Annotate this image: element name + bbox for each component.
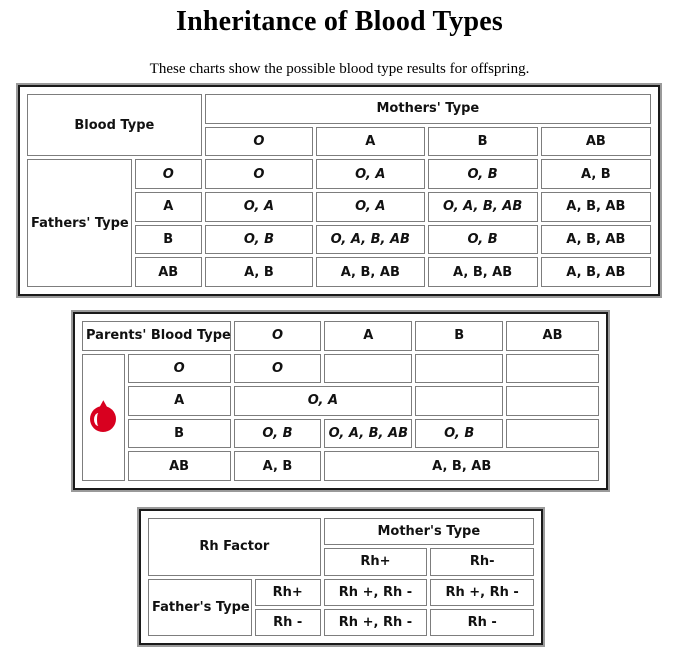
rh-factor-table: Rh Factor Mother's Type Rh+ Rh- Father's…	[145, 515, 537, 639]
page-subtitle: These charts show the possible blood typ…	[149, 61, 530, 77]
fathers-type-group-header-rh: Father's Type	[148, 578, 252, 636]
parents-cell-b-1: O, B	[233, 418, 322, 449]
table-row: A O, A	[82, 386, 599, 416]
table-row: B O, B O, A, B, AB O, B	[82, 418, 599, 449]
spacer	[506, 418, 599, 449]
cell-a-ab: A, B, AB	[540, 191, 651, 222]
spacer	[415, 386, 504, 416]
parents-row-header-ab[interactable]: AB	[127, 451, 231, 481]
rh-factor-corner-label: Rh Factor	[148, 518, 321, 576]
mothers-type-header-b[interactable]: B	[427, 126, 538, 157]
parents-blood-type-corner-label: Parents' Blood Type	[82, 321, 231, 351]
rh-cell-pos-neg: Rh +, Rh -	[430, 578, 534, 606]
blood-type-corner-label: Blood Type	[27, 94, 202, 157]
cell-o-o: O	[204, 159, 314, 189]
parents-header-o[interactable]: O	[233, 321, 322, 351]
table-row: AB A, B A, B, AB	[82, 451, 599, 481]
cell-b-ab: A, B, AB	[540, 224, 651, 255]
fathers-type-header-b[interactable]: B	[134, 224, 202, 255]
parents-header-b[interactable]: B	[415, 321, 504, 351]
cell-ab-a: A, B, AB	[316, 257, 425, 287]
table-row: Fathers' Type O O O, A O, B A, B	[27, 159, 651, 287]
rh-factor-panel: Rh Factor Mother's Type Rh+ Rh- Father's…	[137, 507, 545, 647]
table-row: Parents' Blood Type O A B AB	[82, 321, 599, 351]
parents-row-header-a[interactable]: A	[127, 386, 231, 416]
rh-column-header-positive[interactable]: Rh+	[323, 548, 428, 576]
spacer	[506, 353, 599, 384]
cell-o-a: O, A	[316, 159, 425, 189]
rh-cell-neg-pos: Rh +, Rh -	[323, 608, 428, 636]
rh-cell-neg-neg: Rh -	[430, 608, 534, 636]
table-row: A O, A O, A O, A, B, AB A, B, AB	[27, 191, 651, 222]
fathers-type-group-header: Fathers' Type	[27, 159, 132, 287]
mothers-type-header-o[interactable]: O	[204, 126, 314, 157]
parents-cell-b-2: O, A, B, AB	[324, 418, 413, 449]
table-row: O A B AB	[27, 126, 651, 157]
cell-a-b: O, A, B, AB	[427, 191, 538, 222]
cell-o-b: O, B	[427, 159, 538, 189]
table-row: Blood Type Mothers' Type	[27, 94, 651, 157]
parents-cell-ab-2: A, B, AB	[324, 451, 599, 481]
parents-cell-a-1: O, A	[233, 386, 413, 416]
parents-row-header-b[interactable]: B	[127, 418, 231, 449]
blood-drop-icon	[82, 353, 125, 481]
table-row: AB A, B A, B, AB A, B, AB A, B, AB	[27, 257, 651, 287]
parents-cell-ab-1: A, B	[233, 451, 322, 481]
cell-ab-ab: A, B, AB	[540, 257, 651, 287]
rh-row-header-negative[interactable]: Rh -	[254, 608, 321, 636]
parents-header-ab[interactable]: AB	[506, 321, 599, 351]
cell-b-a: O, A, B, AB	[316, 224, 425, 255]
parents-blood-type-panel: Parents' Blood Type O A B AB O O	[71, 310, 610, 492]
parents-cell-o-1: O	[233, 353, 322, 384]
parents-row-header-o[interactable]: O	[127, 353, 231, 384]
spacer	[324, 353, 413, 384]
rh-row-header-positive[interactable]: Rh+	[254, 578, 321, 606]
cell-a-o: O, A	[204, 191, 314, 222]
cell-b-b: O, B	[427, 224, 538, 255]
table-row: Rh Factor Mother's Type	[148, 518, 534, 576]
table-row: Rh+ Rh-	[148, 548, 534, 576]
blood-type-table: Blood Type Mothers' Type O A B AB Father…	[24, 91, 654, 290]
cell-ab-o: A, B	[204, 257, 314, 287]
table-row: B O, B O, A, B, AB O, B A, B, AB	[27, 224, 651, 255]
mothers-type-group-header-rh: Mother's Type	[323, 518, 534, 546]
fathers-type-header-o[interactable]: O	[134, 159, 202, 189]
parents-header-a[interactable]: A	[324, 321, 413, 351]
fathers-type-header-ab[interactable]: AB	[134, 257, 202, 287]
rh-column-header-negative[interactable]: Rh-	[430, 548, 534, 576]
cell-b-o: O, B	[204, 224, 314, 255]
page-title: Inheritance of Blood Types	[176, 6, 503, 37]
blood-type-chart-panel: Blood Type Mothers' Type O A B AB Father…	[16, 83, 662, 298]
mothers-type-group-header: Mothers' Type	[204, 94, 651, 124]
mothers-type-header-ab[interactable]: AB	[540, 126, 651, 157]
fathers-type-header-a[interactable]: A	[134, 191, 202, 222]
spacer	[415, 353, 504, 384]
cell-o-ab: A, B	[540, 159, 651, 189]
rh-cell-pos-pos: Rh +, Rh -	[323, 578, 428, 606]
spacer	[506, 386, 599, 416]
table-row: O O	[82, 353, 599, 481]
table-row: Rh - Rh +, Rh - Rh -	[148, 608, 534, 636]
table-row: Father's Type Rh+ Rh +, Rh - Rh +, Rh -	[148, 578, 534, 636]
cell-ab-b: A, B, AB	[427, 257, 538, 287]
parents-blood-type-table: Parents' Blood Type O A B AB O O	[79, 318, 602, 484]
cell-a-a: O, A	[316, 191, 425, 222]
parents-cell-b-3: O, B	[415, 418, 504, 449]
mothers-type-header-a[interactable]: A	[316, 126, 425, 157]
